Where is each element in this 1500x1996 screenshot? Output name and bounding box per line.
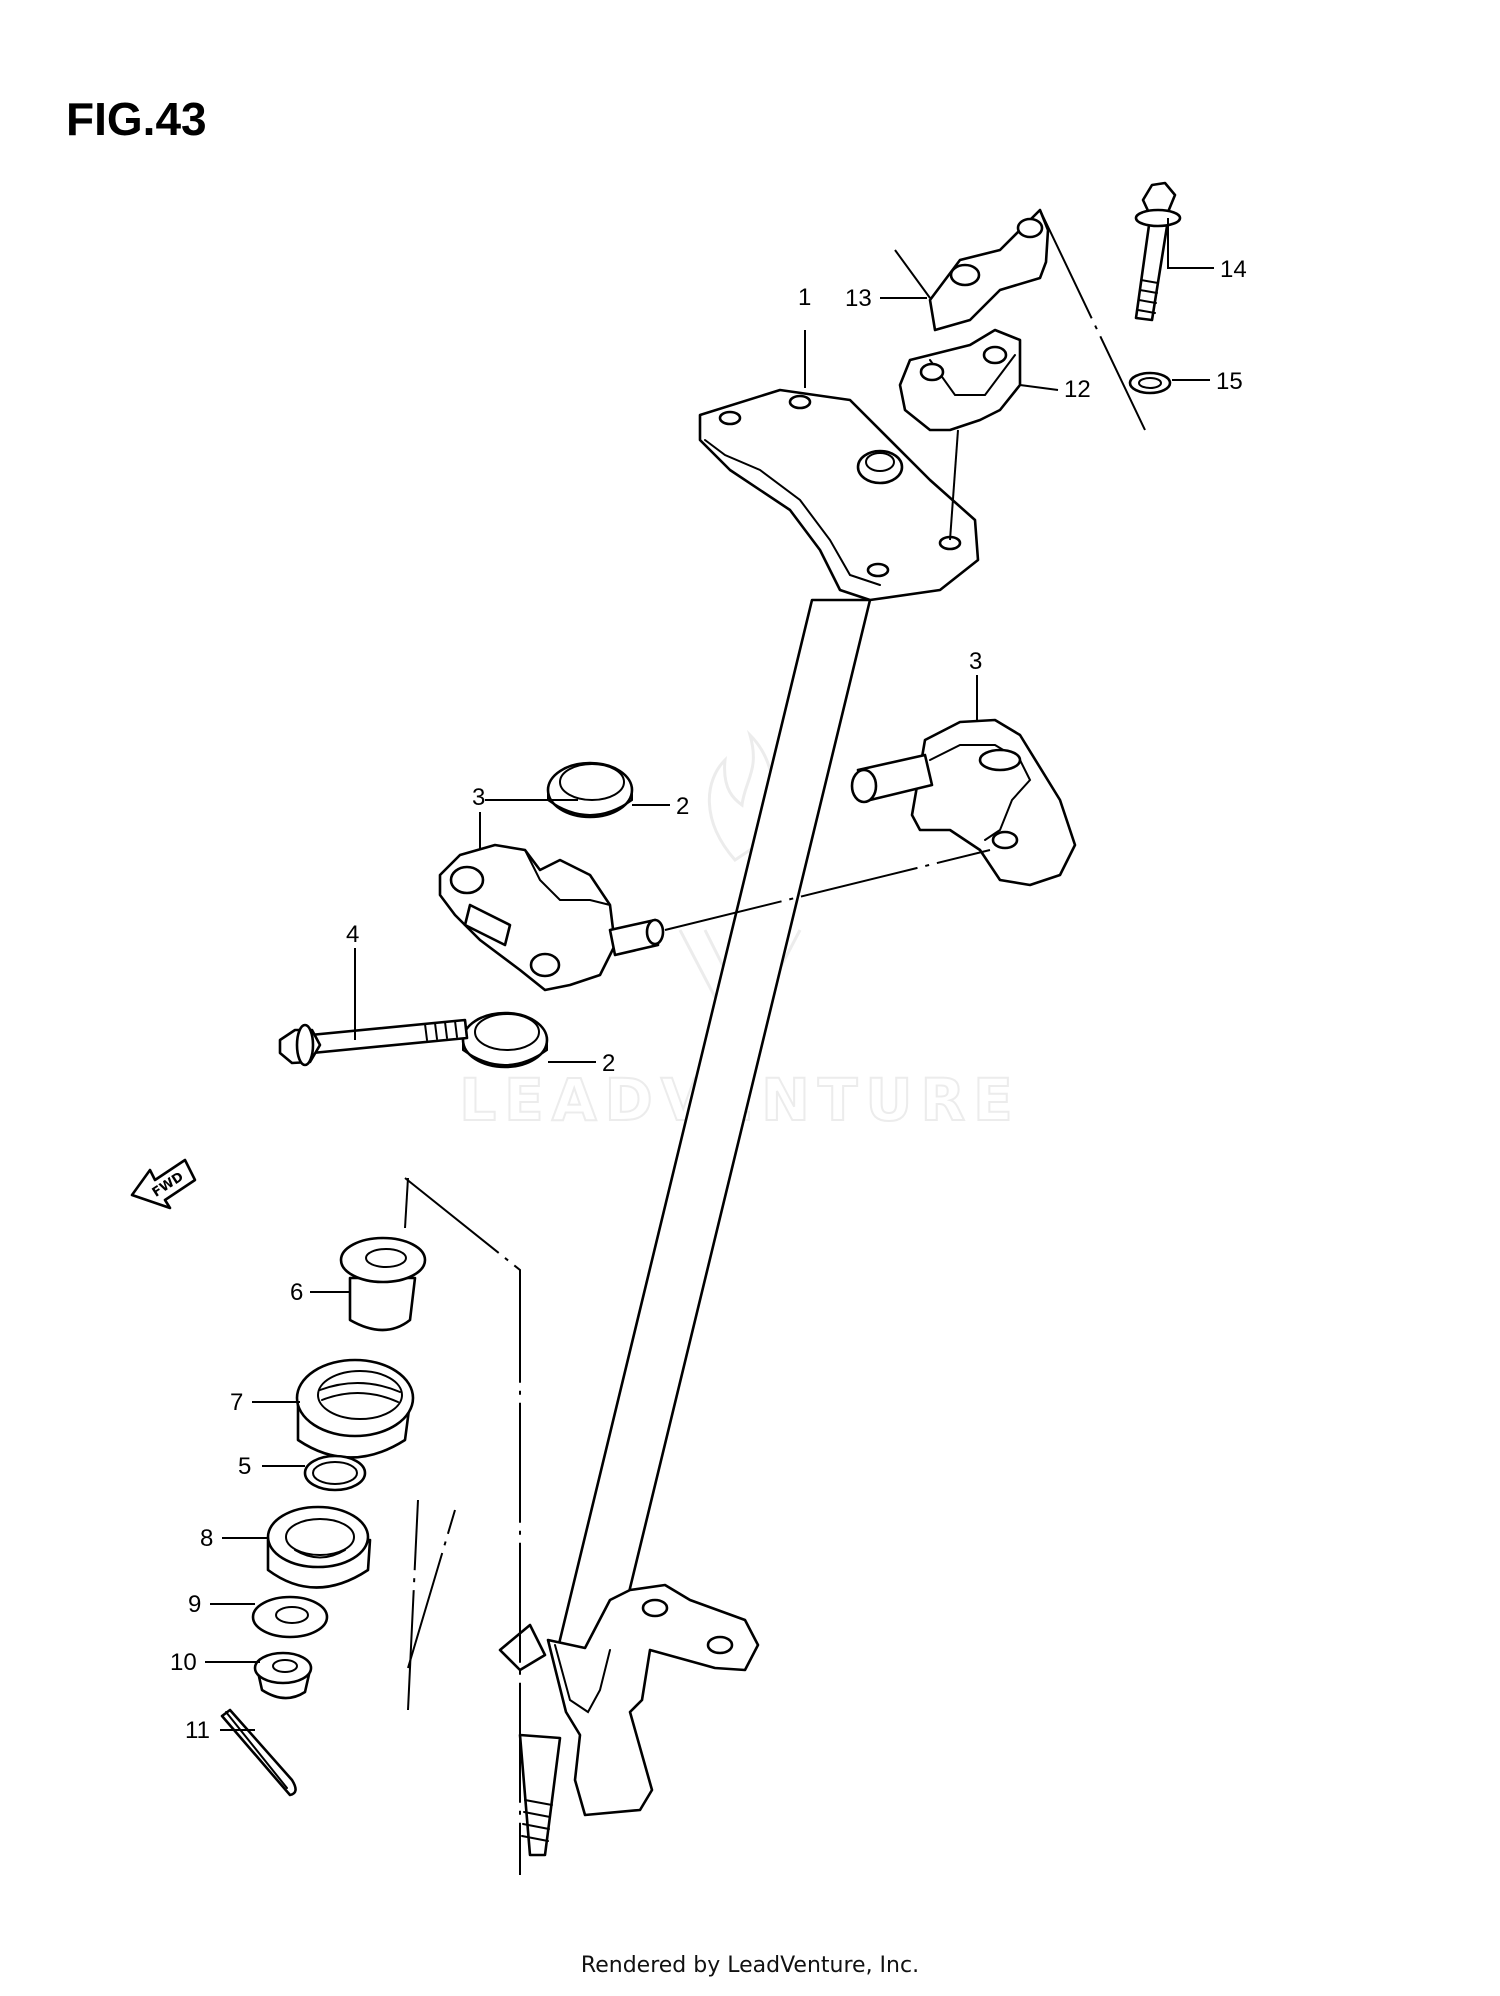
part-3-clamp-left [438,843,665,992]
part-14-bolt [1134,181,1182,322]
callout-14: 14 [1220,256,1247,283]
part-9-washer [251,1595,329,1639]
leader-lines [205,218,1214,1731]
part-13-upper-handlebar-holder [928,208,1050,332]
part-15-lock-washer [1128,371,1172,395]
callout-11: 11 [185,1717,210,1744]
part-2-oil-seal-lower [461,1011,549,1069]
callout-1: 1 [798,284,811,311]
callout-13: 13 [845,285,872,312]
callout-15: 15 [1216,368,1243,395]
callout-6: 6 [290,1279,303,1306]
assembly-lines [404,209,1146,1875]
callout-4: 4 [346,921,359,948]
callout-2-lower: 2 [602,1050,615,1077]
callout-2-upper: 2 [676,793,689,820]
part-3-clamp-right [850,718,1077,887]
part-12-lower-handlebar-holder [898,328,1022,432]
callout-7: 7 [230,1389,243,1416]
part-1-steering-shaft [498,388,980,1857]
part-11-cotter-pin [220,1708,297,1797]
callout-5: 5 [238,1453,251,1480]
part-7-bearing-housing [295,1358,415,1459]
callout-8: 8 [200,1525,213,1552]
part-6-bushing [339,1236,427,1332]
figure-title: FIG.43 [66,93,207,145]
part-5-o-ring [303,1454,367,1492]
callout-3-right: 3 [969,648,982,675]
part-2-oil-seal-upper [546,761,634,819]
part-10-castle-nut [253,1651,313,1700]
callout-10: 10 [170,1649,197,1676]
callout-labels: 1 13 12 14 15 3 2 3 4 2 6 7 5 8 9 10 11 [170,256,1247,1744]
fwd-direction-arrow: FWD [130,1158,197,1210]
callout-9: 9 [188,1591,201,1618]
part-4-bolt [278,1018,469,1067]
part-8-bearing [266,1505,372,1589]
callout-12: 12 [1064,376,1091,403]
callout-3-left: 3 [472,784,485,811]
footer-credit: Rendered by LeadVenture, Inc. [580,1953,920,1978]
